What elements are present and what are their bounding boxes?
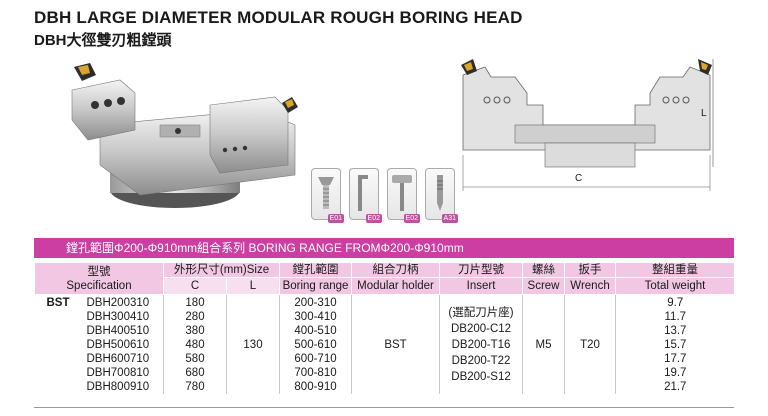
- weight-cell: 17.7: [615, 352, 735, 366]
- weight-cell: 19.7: [615, 366, 735, 380]
- col-insert-en: Insert: [439, 277, 524, 295]
- l-cell: 130: [225, 294, 280, 394]
- range-cell: 200-310: [279, 294, 352, 310]
- dim-c-label: C: [575, 173, 583, 184]
- insert-note: (選配刀片座): [448, 307, 514, 319]
- screw-icon: E01: [311, 168, 344, 223]
- table-row: DBH300410 280 300-410 11.7: [35, 310, 735, 324]
- wrench-cell: T20: [564, 294, 616, 394]
- t-wrench-icon: E02: [387, 168, 420, 223]
- weight-cell: 15.7: [615, 338, 735, 352]
- spec-cell: DBH700810: [86, 367, 150, 379]
- range-cell: 400-510: [279, 324, 352, 338]
- range-cell: 700-810: [279, 366, 352, 380]
- product-photo: [71, 63, 298, 208]
- range-banner: 鏜孔範圍Φ200-Φ910mm組合系列 BORING RANGE FROMΦ20…: [34, 238, 734, 258]
- technical-drawing: [461, 59, 714, 191]
- col-screw-en: Screw: [522, 277, 566, 295]
- col-holder-zh: 組合刀柄: [351, 262, 441, 278]
- c-cell: 780: [163, 380, 227, 394]
- spec-cell: DBH400510: [86, 325, 150, 337]
- spec-cell: DBH800910: [86, 381, 150, 393]
- table-bottom-rule: [34, 407, 734, 408]
- spec-cell: DBH500610: [86, 339, 150, 351]
- insert-item: DB200-C12: [450, 323, 512, 335]
- page-subtitle: DBH大徑雙刃粗鏜頭: [34, 32, 172, 49]
- col-size: 外形尺寸(mm)Size: [162, 262, 281, 278]
- col-size-l: L: [225, 277, 281, 295]
- c-cell: 380: [163, 324, 227, 338]
- group-label: BST: [46, 297, 70, 309]
- c-cell: 680: [163, 366, 227, 380]
- dim-l-label: L: [701, 108, 707, 119]
- page-title: DBH LARGE DIAMETER MODULAR ROUGH BORING …: [34, 8, 523, 27]
- c-cell: 480: [163, 338, 227, 352]
- range-cell: 800-910: [279, 380, 352, 394]
- insert-item: DB200-S12: [451, 371, 511, 383]
- range-cell: 500-610: [279, 338, 352, 352]
- c-cell: 280: [163, 310, 227, 324]
- col-insert-zh: 刀片型號: [439, 262, 524, 278]
- col-weight-en: Total weight: [615, 277, 736, 295]
- torx-key-icon: E02: [349, 168, 382, 223]
- table-row: DBH600710 580 600-710 17.7: [35, 352, 735, 366]
- col-weight-zh: 整組重量: [615, 262, 736, 278]
- table-row: DBH400510 380 400-510 13.7: [35, 324, 735, 338]
- col-wrench-zh: 扳手: [564, 262, 617, 278]
- spec-cell: DBH300410: [86, 311, 150, 323]
- holder-cell: BST: [351, 294, 440, 394]
- weight-cell: 13.7: [615, 324, 735, 338]
- spec-table: 型號 Specification 外形尺寸(mm)Size 鏜孔範圍 組合刀柄 …: [34, 262, 736, 394]
- col-range-en: Boring range: [279, 277, 353, 295]
- col-screw-zh: 螺絲: [522, 262, 566, 278]
- insert-item: DB200-T22: [451, 355, 511, 367]
- col-wrench-en: Wrench: [564, 277, 617, 295]
- col-spec-zh: 型號: [87, 265, 111, 278]
- insert-cell: (選配刀片座) DB200-C12 DB200-T16 DB200-T22 DB…: [439, 294, 523, 394]
- table-row: DBH500610 480 500-610 15.7: [35, 338, 735, 352]
- col-spec-en: Specification: [66, 279, 132, 292]
- c-cell: 180: [163, 294, 227, 310]
- c-cell: 580: [163, 352, 227, 366]
- col-holder-en: Modular holder: [351, 277, 441, 295]
- range-cell: 600-710: [279, 352, 352, 366]
- weight-cell: 21.7: [615, 380, 735, 394]
- col-range-zh: 鏜孔範圍: [279, 262, 353, 278]
- spec-cell: DBH600710: [86, 353, 150, 365]
- table-row: DBH700810 680 700-810 19.7: [35, 366, 735, 380]
- insert-item: DB200-T16: [451, 339, 511, 351]
- pin-icon: A31: [425, 168, 458, 223]
- spec-cell: DBH200310: [86, 297, 150, 309]
- weight-cell: 9.7: [615, 294, 735, 310]
- col-size-c: C: [163, 277, 227, 295]
- col-spec: 型號 Specification: [34, 262, 164, 295]
- table-row: BST DBH200310 180 130 200-310 BST (選配刀片座)…: [35, 294, 735, 394]
- weight-cell: 11.7: [615, 310, 735, 324]
- range-cell: 300-410: [279, 310, 352, 324]
- screw-cell: M5: [522, 294, 565, 394]
- table-row: DBH800910 780 800-910 21.7: [35, 380, 735, 394]
